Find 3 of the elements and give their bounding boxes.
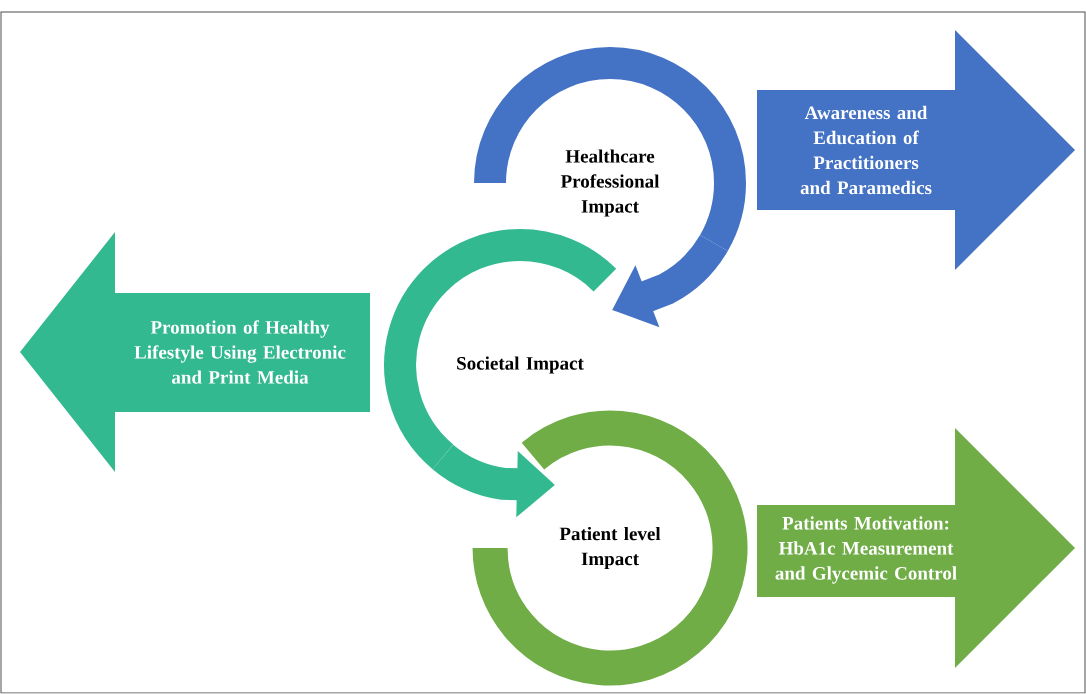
ring-band: Societal Impact	[384, 229, 616, 469]
ring-band: Healthcare Professional Impact	[474, 47, 746, 251]
ring-band: Patient level Impact	[472, 410, 748, 686]
